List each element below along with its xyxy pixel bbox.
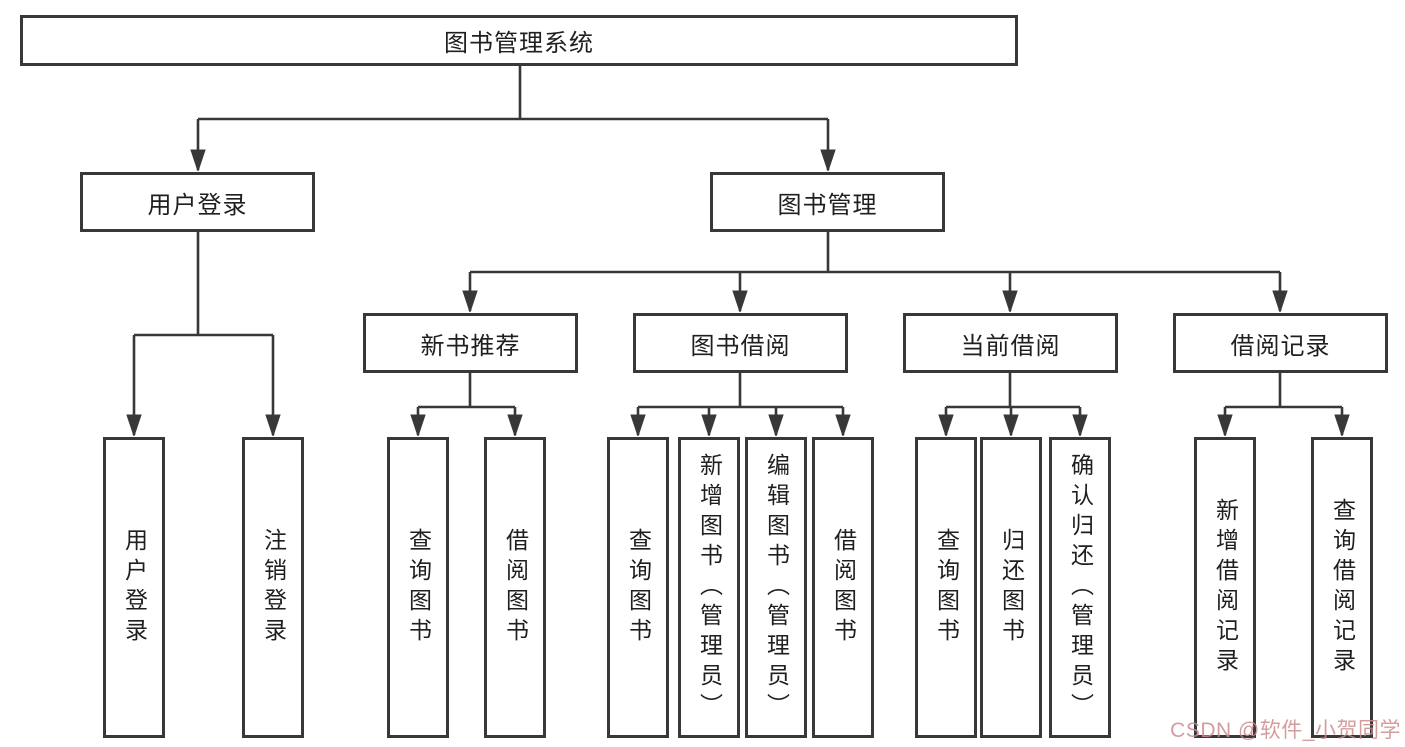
node-label: 编辑图书（管理员）	[763, 452, 790, 723]
node-label: 归还图书	[998, 527, 1025, 648]
node-current-borrowing: 当前借阅	[903, 313, 1118, 373]
node-leaf-logout: 注销登录	[242, 437, 304, 738]
node-label: 查询图书	[405, 527, 432, 648]
node-label: 用户登录	[121, 527, 148, 648]
node-label: 图书管理系统	[444, 30, 594, 57]
node-label: 当前借阅	[960, 332, 1061, 360]
node-leaf-query-books-recommend: 查询图书	[387, 437, 449, 738]
node-leaf-user-login: 用户登录	[103, 437, 165, 738]
node-label: 注销登录	[260, 527, 287, 648]
node-book-borrowing: 图书借阅	[633, 313, 848, 373]
node-label: 查询图书	[625, 527, 652, 648]
node-new-book-recommend: 新书推荐	[363, 313, 578, 373]
node-leaf-return-books: 归还图书	[980, 437, 1042, 738]
node-label: 图书借阅	[690, 332, 791, 360]
node-label: 借阅记录	[1230, 332, 1331, 360]
node-leaf-query-borrow-record: 查询借阅记录	[1311, 437, 1373, 738]
node-label: 借阅图书	[830, 527, 857, 648]
node-label: 新增借阅记录	[1212, 497, 1239, 678]
node-library-management-system: 图书管理系统	[20, 15, 1018, 66]
node-leaf-add-books-admin: 新增图书（管理员）	[678, 437, 740, 738]
node-leaf-edit-books-admin: 编辑图书（管理员）	[745, 437, 807, 738]
node-label: 图书管理	[777, 191, 878, 219]
node-label: 新书推荐	[420, 332, 521, 360]
node-label: 查询图书	[933, 527, 960, 648]
node-borrowing-records: 借阅记录	[1173, 313, 1388, 373]
node-leaf-add-borrow-record: 新增借阅记录	[1194, 437, 1256, 738]
node-leaf-borrow-books-recommend: 借阅图书	[484, 437, 546, 738]
node-user-login: 用户登录	[80, 172, 315, 232]
node-leaf-confirm-return-admin: 确认归还（管理员）	[1049, 437, 1111, 738]
node-label: 查询借阅记录	[1329, 497, 1356, 678]
node-label: 用户登录	[147, 191, 248, 219]
node-label: 借阅图书	[502, 527, 529, 648]
node-label: 确认归还（管理员）	[1067, 452, 1094, 723]
node-book-management: 图书管理	[710, 172, 945, 232]
node-leaf-borrow-books: 借阅图书	[812, 437, 874, 738]
node-leaf-query-books-current: 查询图书	[915, 437, 977, 738]
node-leaf-query-books-borrowing: 查询图书	[607, 437, 669, 738]
node-label: 新增图书（管理员）	[696, 452, 723, 723]
csdn-watermark: CSDN @软件_小贺同学	[1170, 719, 1401, 742]
